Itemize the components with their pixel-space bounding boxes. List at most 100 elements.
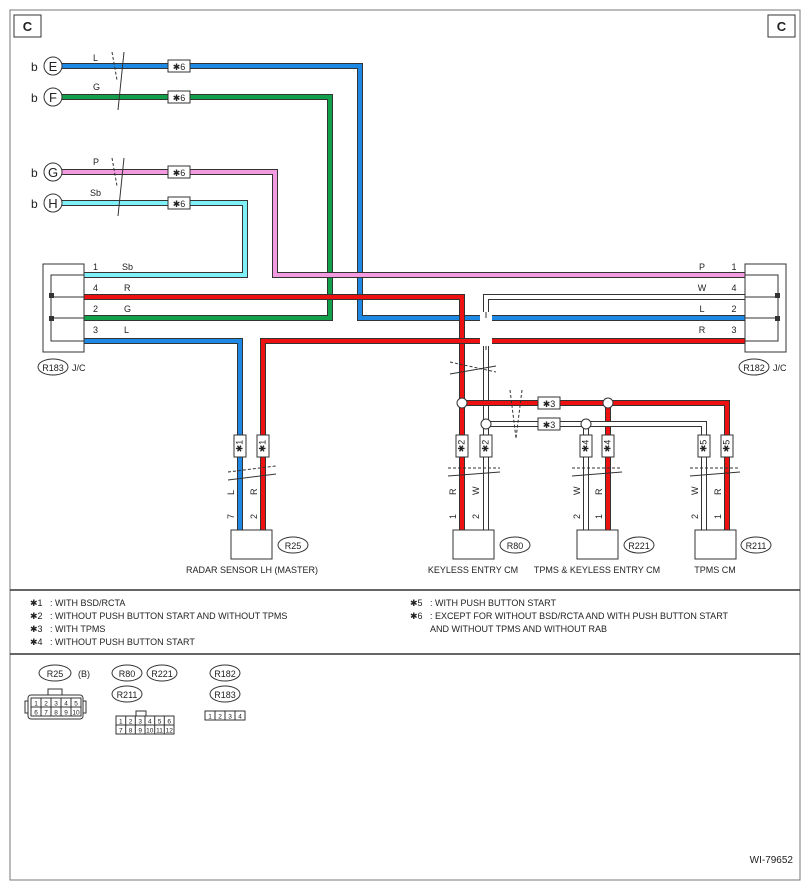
device-name: TPMS CM (694, 565, 736, 575)
pin-label: 12 (166, 728, 174, 735)
option-tag (167, 165, 191, 179)
pin-color: R (699, 325, 706, 335)
source-letter: G (48, 165, 58, 180)
note-text: : EXCEPT FOR WITHOUT BSD/RCTA AND WITH P… (430, 611, 729, 621)
junction-dot (602, 397, 614, 409)
device-name: TPMS & KEYLESS ENTRY CM (534, 565, 660, 575)
wire-color: R (249, 488, 259, 495)
wire-r183-3-outline (84, 338, 243, 530)
pin-label: 2 (129, 719, 133, 726)
device-r25: ✱1 ✱1 L R 7 2 R25 RADAR SENSOR LH (MASTE… (186, 434, 318, 575)
pin-label: 8 (54, 710, 58, 717)
connector-r183: R183 J/C 1 Sb 4 R 2 G 3 L (37, 262, 133, 376)
note-mark: ✱3 (30, 624, 43, 634)
twist-mark (117, 157, 125, 217)
connector-view-tab (82, 700, 87, 714)
pin-color: R (124, 283, 131, 293)
wire-color: W (690, 486, 700, 495)
pin-label: 7 (44, 710, 48, 717)
device-id-oval (277, 536, 309, 554)
white-wire-crossing-gap (480, 312, 492, 346)
junction-dot (456, 397, 468, 409)
connector-view-id-oval (38, 664, 72, 682)
option-tag (697, 434, 711, 458)
option-tag (233, 434, 247, 458)
wire-e-outline (62, 63, 745, 321)
connector-id-oval (738, 358, 770, 376)
option-tag-text: ✱2 (480, 440, 490, 453)
device-body (230, 529, 273, 560)
connector-views: R25 (B) 1 2 3 4 5 6 7 8 9 10 R80 R221 R2… (24, 664, 246, 735)
pin-number: 3 (731, 325, 736, 335)
wire-r183-4-outline (84, 294, 465, 530)
source-wire-color: G (93, 82, 100, 92)
pin-number: 2 (690, 514, 700, 519)
note-mark: ✱5 (410, 598, 423, 608)
pin-label: 8 (129, 728, 133, 735)
note-text: : WITH PUSH BUTTON START (430, 598, 557, 608)
device-body (576, 529, 619, 560)
option-tag-text: ✱1 (257, 440, 267, 453)
device-id-oval (740, 536, 772, 554)
option-tag-text: ✱5 (721, 440, 731, 453)
source-circle (43, 162, 63, 182)
option-tag (579, 434, 593, 458)
option-tag (455, 434, 469, 458)
option-tag-text: ✱5 (698, 440, 708, 453)
wire-color: R (448, 488, 458, 495)
connector-suffix: J/C (773, 363, 787, 373)
device-name: RADAR SENSOR LH (MASTER) (186, 565, 318, 575)
junction-dot (580, 418, 592, 430)
connector-id: R182 (743, 363, 765, 373)
pin-number: 4 (93, 283, 98, 293)
device-body (694, 529, 737, 560)
wire-color: R (713, 488, 723, 495)
twist-mark (689, 471, 741, 477)
connector-cavity (744, 274, 779, 342)
connector-latch (49, 316, 54, 321)
connector-latch (775, 293, 780, 298)
twist-mark (227, 465, 277, 473)
pin-label: 11 (156, 728, 163, 735)
twist-mark (117, 51, 125, 111)
drawing-id: WI-79652 (750, 855, 794, 866)
connector-view-id: R25 (47, 669, 64, 679)
pin-label: 4 (64, 701, 68, 708)
pin-label: 1 (119, 719, 123, 726)
note-mark: ✱6 (410, 611, 423, 621)
option-tag (167, 90, 191, 104)
source-wire-color: L (93, 53, 98, 63)
device-id: R80 (507, 541, 524, 551)
wire-f-outline (62, 94, 333, 321)
pin-label: 5 (74, 701, 78, 708)
option-tag (167, 59, 191, 73)
pin-label: 9 (138, 728, 142, 735)
twist-mark (449, 365, 497, 375)
pin-number: 2 (731, 304, 736, 314)
pin-label: 10 (72, 710, 80, 717)
twist-marks-middle (449, 361, 523, 439)
option-tag-text: ✱6 (173, 168, 186, 178)
option-tag-text: ✱3 (543, 420, 556, 430)
wire-r182-3-outline (260, 338, 745, 530)
device-id: R221 (628, 541, 650, 551)
pin-label: 3 (138, 719, 142, 726)
connector-suffix: J/C (72, 363, 86, 373)
page-letter-box-left (13, 14, 42, 38)
connector-cavity (50, 274, 85, 342)
wire-e-blue (62, 64, 745, 320)
note-text: AND WITHOUT TPMS AND WITHOUT RAB (430, 624, 607, 634)
connector-view-latch (47, 688, 63, 696)
option-tag-text: ✱2 (456, 440, 466, 453)
pin-number: 1 (731, 262, 736, 272)
wire-h-cyan (62, 201, 247, 277)
pin-number: 7 (226, 514, 236, 519)
connector-view-id-oval (146, 664, 178, 682)
twist-mark (227, 473, 277, 481)
source-prefix: b (31, 60, 38, 74)
device-body (452, 529, 495, 560)
option-tag (537, 417, 561, 431)
wire-r182-3-red (261, 339, 745, 530)
twist-mark (515, 389, 523, 439)
source-circle (43, 87, 63, 107)
